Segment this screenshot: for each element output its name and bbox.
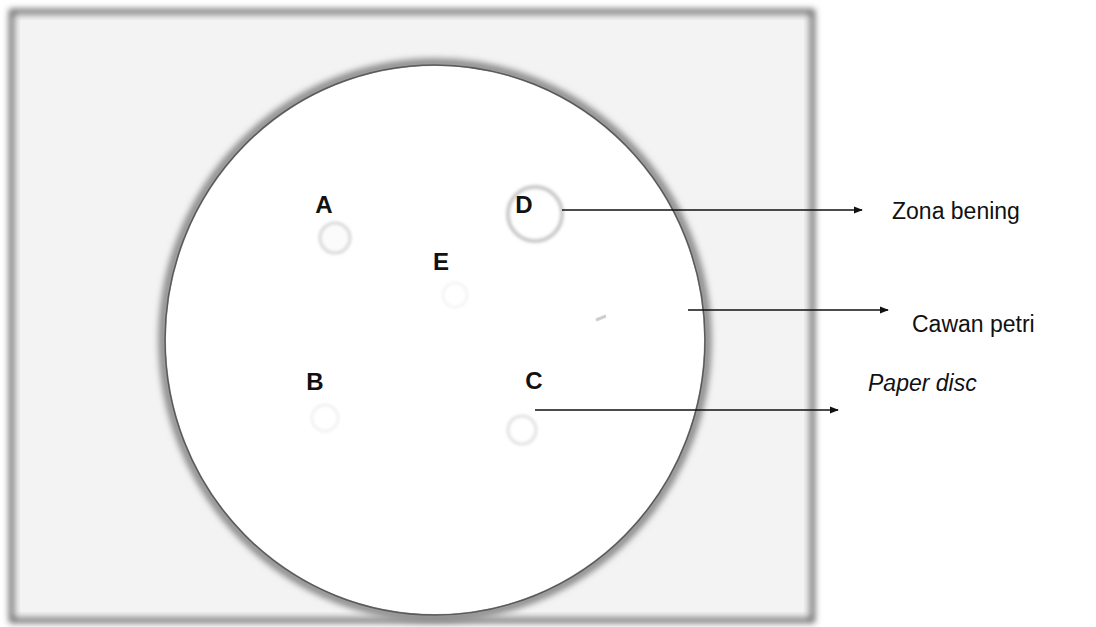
sample-letter: E xyxy=(433,250,449,274)
clear-zone xyxy=(508,187,562,241)
leader-arrow xyxy=(562,209,862,211)
petri-dish-rim xyxy=(163,63,707,617)
sample-letter: C xyxy=(525,369,542,393)
photo-frame xyxy=(12,12,812,620)
callout-label: Paper disc xyxy=(868,372,977,395)
paper-disc xyxy=(508,416,536,444)
paper-disc xyxy=(312,405,338,431)
leader-arrow xyxy=(535,409,838,411)
sample-letter: B xyxy=(306,370,323,394)
sample-letter: D xyxy=(515,193,532,217)
paper-disc xyxy=(443,283,467,307)
sample-letter: A xyxy=(315,193,332,217)
paper-disc xyxy=(320,223,350,253)
callout-label: Zona bening xyxy=(892,200,1020,223)
speck xyxy=(596,316,606,320)
leader-arrow xyxy=(688,309,888,311)
petri-dish-edge xyxy=(165,65,705,615)
petri-dish xyxy=(166,66,704,614)
callout-label: Cawan petri xyxy=(912,313,1035,336)
